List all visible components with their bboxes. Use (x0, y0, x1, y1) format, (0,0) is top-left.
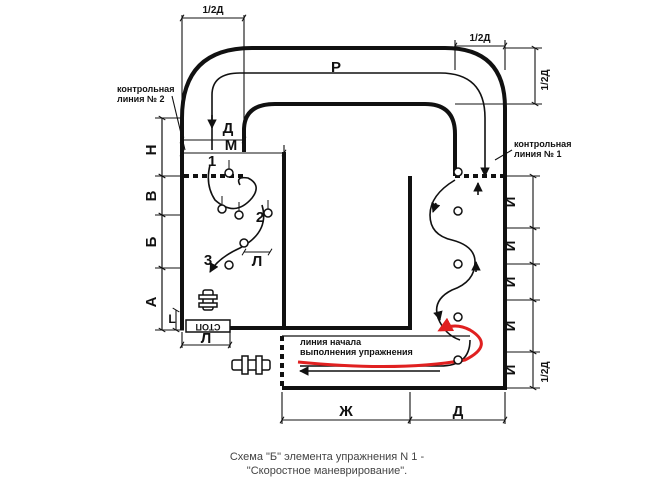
label-l-small: L (168, 312, 175, 326)
cone (234, 210, 244, 220)
cone (453, 167, 463, 177)
red-route-arrow (297, 317, 483, 369)
label-control-line-1-a: контрольная (514, 139, 571, 149)
cone (224, 260, 234, 270)
diagram-labels: 1/2Д 1/2Д 1/2Д 1/2Д Р Д М Н В Б А L Л Л … (117, 5, 571, 420)
cone (453, 206, 463, 216)
car-icon-horizontal (231, 355, 271, 375)
label-v: В (143, 190, 160, 201)
stop-box (185, 319, 231, 333)
label-point-3: 3 (204, 252, 212, 269)
label-half-d-top: 1/2Д (202, 5, 223, 16)
cone (453, 259, 463, 269)
label-i-4: И (502, 321, 519, 332)
label-half-d-right-top: 1/2Д (469, 33, 490, 44)
label-point-2: 2 (256, 209, 264, 226)
cone (263, 208, 273, 218)
cone (453, 312, 463, 322)
label-d-top: Д (223, 120, 234, 137)
label-d-bottom: Д (453, 403, 464, 420)
cones (217, 167, 463, 365)
car-icon-vertical (198, 289, 218, 311)
label-start-line-a: линия начала (300, 337, 362, 347)
label-i-3: И (502, 277, 519, 288)
label-l-mid: Л (252, 253, 263, 270)
label-p: Р (331, 59, 341, 76)
label-a: А (143, 296, 160, 307)
label-start-line-b: выполнения упражнения (300, 347, 413, 357)
label-half-d-right-bottom: 1/2Д (540, 361, 551, 382)
label-i-2: И (502, 241, 519, 252)
cone (224, 168, 234, 178)
label-i-5: И (502, 365, 519, 376)
cone (453, 355, 463, 365)
cone (217, 204, 227, 214)
label-m: М (225, 137, 238, 154)
cone (239, 238, 249, 248)
diagram-caption-line-2: "Скоростное маневрирование". (246, 465, 408, 477)
label-control-line-1-b: линия № 1 (514, 149, 562, 159)
inner-box-dashes (282, 160, 412, 325)
label-n: Н (143, 145, 160, 156)
label-control-line-2-a: контрольная (117, 84, 174, 94)
label-l-bottom: Л (201, 330, 212, 347)
inner-box (230, 152, 412, 330)
label-point-1: 1 (208, 153, 216, 170)
diagram-caption-line-1: Схема "Б" элемента упражнения N 1 - (229, 451, 425, 463)
label-i-1: И (502, 197, 519, 208)
cone-flags (221, 160, 269, 211)
label-control-line-2-b: линия № 2 (117, 94, 165, 104)
inner-track-boundary (242, 102, 457, 176)
dimension-lines (155, 15, 542, 424)
label-zh: Ж (338, 403, 353, 420)
label-half-d-right-side: 1/2Д (540, 69, 551, 90)
label-stop: СТОП (195, 322, 220, 332)
label-b: Б (143, 236, 160, 247)
